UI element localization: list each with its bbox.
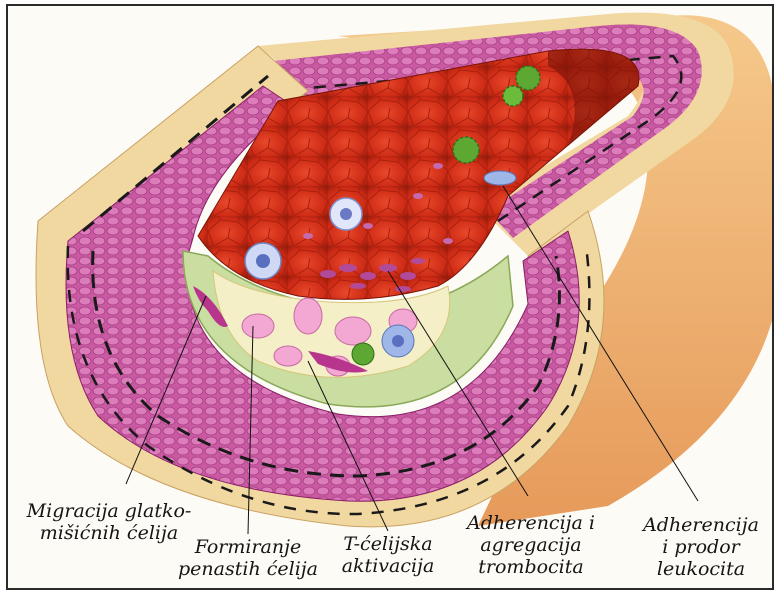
- label-platelet-adherence-aggregation: Adherencija i agregacija trombocita: [461, 512, 601, 578]
- label-line: i prodor: [636, 536, 766, 558]
- label-line: T-ćelijska: [333, 533, 443, 555]
- label-line: penastih ćelija: [168, 558, 328, 580]
- label-line: leukocita: [636, 558, 766, 580]
- leukocyte: [330, 198, 362, 230]
- label-t-cell-activation: T-ćelijska aktivacija: [333, 533, 443, 577]
- illustration-frame: Migracija glatko- mišićnih ćelija Formir…: [6, 4, 774, 590]
- label-line: Formiranje: [168, 536, 328, 558]
- label-leukocyte-adherence-penetration: Adherencija i prodor leukocita: [636, 514, 766, 580]
- label-foam-cell-formation: Formiranje penastih ćelija: [168, 536, 328, 580]
- label-line: Migracija glatko-: [14, 500, 204, 522]
- label-line: Adherencija i: [461, 512, 601, 534]
- foam-cell: [242, 314, 274, 338]
- activated-platelet: [453, 137, 479, 163]
- label-line: trombocita: [461, 556, 601, 578]
- activated-platelet: [516, 66, 540, 90]
- foam-cell: [274, 346, 302, 366]
- t-cell: [352, 343, 374, 365]
- activated-platelet: [503, 86, 523, 106]
- foam-cell: [294, 298, 322, 334]
- label-line: Adherencija: [636, 514, 766, 536]
- leukocyte-in-plaque: [382, 325, 414, 357]
- foam-cell: [335, 317, 371, 345]
- label-line: agregacija: [461, 534, 601, 556]
- adhering-leukocyte: [484, 171, 516, 185]
- leukocyte: [245, 243, 281, 279]
- label-line: aktivacija: [333, 555, 443, 577]
